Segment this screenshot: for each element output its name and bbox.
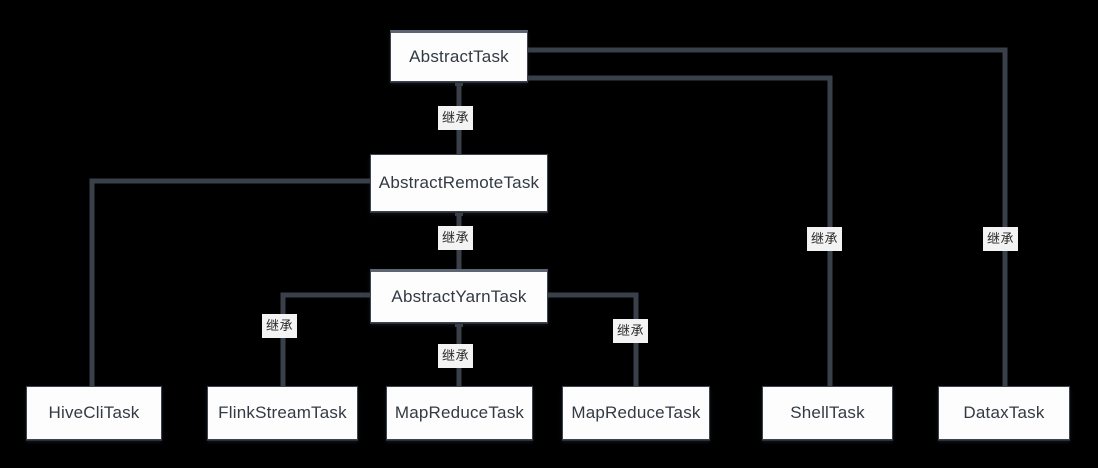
edge-label-abstractyarntask-mapreducetask-2: 继承 [613, 319, 649, 343]
endpoint-dot [455, 78, 463, 86]
endpoint-dot [455, 208, 463, 216]
edge-label-abstracttask-abstractremotetask: 继承 [438, 106, 474, 130]
node-flink-stream-task[interactable]: FlinkStreamTask [207, 386, 358, 440]
node-label: AbstractRemoteTask [378, 173, 540, 192]
connector-abstractremotetask-hiveclitask [89, 178, 370, 386]
edge-label-abstractyarntask-flinkstreamtask: 继承 [262, 314, 298, 338]
node-hive-cli-task[interactable]: HiveCliTask [26, 386, 162, 440]
connector-abstractyarntask-flinkstreamtask [280, 292, 370, 386]
connector-abstracttask-shelltask [528, 75, 833, 386]
connector-endpoint-group [455, 78, 463, 327]
connector-abstractyarntask-mapreducetask-2 [548, 292, 639, 386]
connector-abstracttask-dataxtask [528, 47, 1008, 386]
edge-label-abstracttask-dataxtask: 继承 [983, 227, 1019, 251]
node-label: AbstractTask [409, 47, 509, 66]
edge-label-abstracttask-shelltask: 继承 [807, 227, 843, 251]
endpoint-dot [455, 319, 463, 327]
node-abstract-task[interactable]: AbstractTask [390, 30, 528, 82]
node-abstract-yarn-task[interactable]: AbstractYarnTask [370, 269, 548, 323]
node-label: DataxTask [963, 403, 1045, 422]
node-datax-task[interactable]: DataxTask [938, 386, 1070, 440]
edge-label-abstractyarntask-mapreducetask-1: 继承 [438, 344, 474, 368]
node-shell-task[interactable]: ShellTask [762, 386, 893, 440]
node-abstract-remote-task[interactable]: AbstractRemoteTask [370, 154, 548, 212]
node-label: MapReduceTask [571, 403, 701, 422]
node-label: HiveCliTask [48, 403, 140, 422]
edge-label-abstractremotetask-abstractyarntask: 继承 [438, 226, 474, 250]
node-map-reduce-task-2[interactable]: MapReduceTask [562, 386, 710, 440]
node-label: FlinkStreamTask [218, 403, 347, 422]
node-label: ShellTask [790, 403, 865, 422]
node-label: AbstractYarnTask [391, 287, 527, 306]
node-label: MapReduceTask [394, 403, 525, 422]
node-map-reduce-task-1[interactable]: MapReduceTask [386, 386, 533, 440]
